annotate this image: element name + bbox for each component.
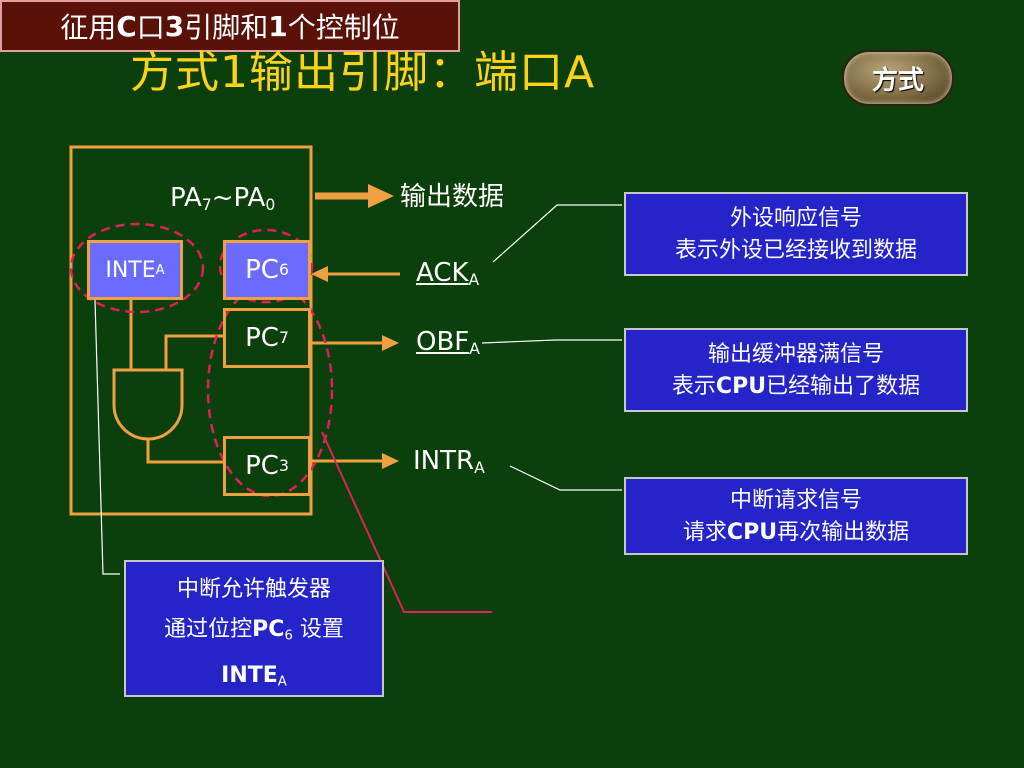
output-data-label: 输出数据 bbox=[400, 182, 505, 212]
inte-highlight bbox=[69, 222, 205, 314]
claim-callout bbox=[321, 431, 492, 613]
mode-button[interactable]: 方式 bbox=[842, 50, 954, 106]
page-title: 方式1输出引脚：端口A bbox=[130, 47, 596, 98]
ack-note: 外设响应信号 表示外设已经接收到数据 bbox=[624, 192, 968, 276]
obf-note-line2: 表示CPU已经输出了数据 bbox=[671, 374, 921, 399]
inte-note-line3: INTEA bbox=[221, 663, 287, 690]
ack-arrowhead bbox=[311, 266, 328, 282]
intr-note-line1: 中断请求信号 bbox=[729, 488, 862, 513]
obf-arrowhead bbox=[382, 335, 399, 351]
intr-note-line2: 请求CPU再次输出数据 bbox=[682, 520, 910, 545]
wire-gate-to-pc3 bbox=[146, 438, 226, 464]
inte-callout bbox=[94, 299, 120, 575]
inte-note-line2: 通过位控PC6 设置 bbox=[164, 617, 344, 644]
obf-callout bbox=[481, 339, 622, 344]
pc6-highlight bbox=[218, 228, 314, 304]
ack-note-line1: 外设响应信号 bbox=[729, 206, 862, 231]
ack-callout bbox=[492, 204, 622, 263]
intr-arrowhead bbox=[382, 453, 399, 469]
intr-note: 中断请求信号 请求CPU再次输出数据 bbox=[624, 477, 968, 555]
inte-note-line1: 中断允许触发器 bbox=[176, 577, 331, 602]
inte-note: 中断允许触发器 通过位控PC6 设置 INTEA bbox=[124, 560, 384, 697]
mode-button-label: 方式 bbox=[871, 65, 924, 96]
signal-obf: OBFA bbox=[416, 327, 480, 358]
intr-callout bbox=[509, 465, 622, 491]
obf-note-line1: 输出缓冲器满信号 bbox=[707, 342, 884, 367]
pa-bus-label: PA7~PA0 bbox=[170, 183, 276, 214]
wire-pc7-to-gate bbox=[164, 334, 226, 370]
and-gate bbox=[112, 368, 184, 441]
signal-ack: ACKA bbox=[416, 258, 480, 289]
ack-note-line2: 表示外设已经接收到数据 bbox=[674, 238, 917, 263]
output-data-arrowhead bbox=[368, 184, 394, 208]
pc-pins-highlight bbox=[206, 282, 334, 498]
port-a-chip bbox=[69, 145, 313, 516]
obf-note: 输出缓冲器满信号 表示CPU已经输出了数据 bbox=[624, 328, 968, 412]
signal-intr: INTRA bbox=[413, 446, 485, 477]
